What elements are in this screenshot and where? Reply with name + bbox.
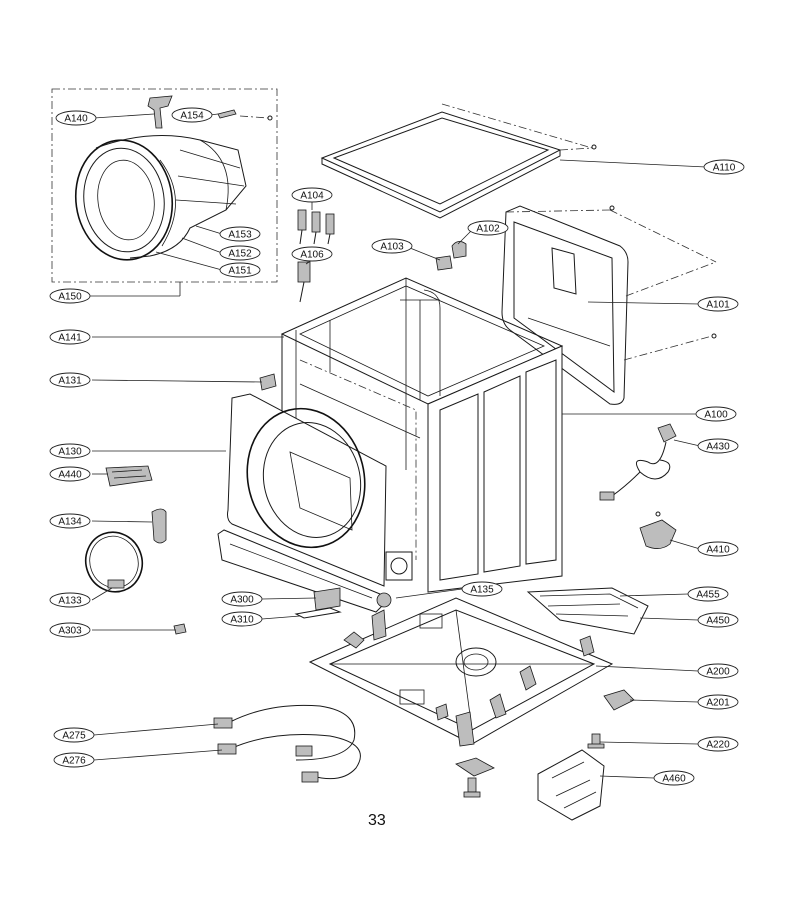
label-a110: A110 bbox=[703, 159, 745, 175]
label-a310: A310 bbox=[221, 611, 263, 627]
svg-text:A460: A460 bbox=[662, 774, 686, 785]
label-a141: A141 bbox=[49, 329, 91, 345]
door-assembly-group bbox=[51, 88, 278, 296]
svg-text:A110: A110 bbox=[713, 163, 736, 174]
label-a410: A410 bbox=[697, 541, 739, 557]
svg-text:A140: A140 bbox=[64, 114, 88, 125]
label-a133: A133 bbox=[49, 592, 91, 608]
label-a134: A134 bbox=[49, 513, 91, 529]
svg-text:A135: A135 bbox=[470, 585, 494, 596]
svg-text:A410: A410 bbox=[706, 545, 730, 556]
label-a106: A106 bbox=[291, 246, 333, 262]
label-a131: A131 bbox=[49, 372, 91, 388]
label-a220: A220 bbox=[697, 736, 739, 752]
rear-cover bbox=[501, 205, 717, 405]
label-a300: A300 bbox=[221, 591, 263, 607]
svg-text:A200: A200 bbox=[706, 667, 730, 678]
svg-text:A150: A150 bbox=[58, 292, 82, 303]
callout-labels: A140 A154 A153 A152 A151 A150 A104 A106 bbox=[49, 107, 745, 786]
label-a430: A430 bbox=[697, 438, 739, 454]
svg-text:A275: A275 bbox=[62, 731, 86, 742]
svg-text:A450: A450 bbox=[706, 616, 730, 627]
svg-text:A440: A440 bbox=[58, 470, 82, 481]
label-a275: A275 bbox=[53, 727, 95, 743]
svg-text:A131: A131 bbox=[58, 376, 82, 387]
svg-text:A430: A430 bbox=[706, 442, 730, 453]
svg-text:A133: A133 bbox=[58, 596, 82, 607]
label-a104: A104 bbox=[291, 187, 333, 203]
power-cord bbox=[599, 423, 677, 501]
label-a135: A135 bbox=[461, 581, 503, 597]
label-a440: A440 bbox=[49, 466, 91, 482]
svg-text:A310: A310 bbox=[230, 615, 254, 626]
label-a101: A101 bbox=[697, 296, 739, 312]
label-a154: A154 bbox=[171, 107, 213, 123]
label-a130: A130 bbox=[49, 443, 91, 459]
svg-text:A106: A106 bbox=[300, 250, 324, 261]
label-a153: A153 bbox=[219, 226, 261, 242]
svg-text:A152: A152 bbox=[228, 249, 252, 260]
inlet-valves bbox=[297, 209, 335, 245]
label-a460: A460 bbox=[653, 770, 695, 786]
svg-text:A103: A103 bbox=[380, 242, 404, 253]
svg-text:A300: A300 bbox=[230, 595, 254, 606]
inlet-hoses bbox=[213, 704, 361, 783]
svg-text:A100: A100 bbox=[704, 410, 728, 421]
svg-text:A141: A141 bbox=[58, 333, 82, 344]
svg-text:A102: A102 bbox=[476, 224, 500, 235]
svg-text:A220: A220 bbox=[706, 740, 730, 751]
svg-text:A153: A153 bbox=[228, 230, 252, 241]
label-a140: A140 bbox=[55, 110, 97, 126]
label-a151: A151 bbox=[219, 262, 261, 278]
label-a100: A100 bbox=[695, 406, 737, 422]
top-plate bbox=[320, 103, 597, 219]
cabinet bbox=[280, 277, 564, 593]
svg-text:A101: A101 bbox=[706, 300, 730, 311]
label-a303: A303 bbox=[49, 622, 91, 638]
svg-text:A303: A303 bbox=[58, 626, 82, 637]
label-a455: A455 bbox=[687, 586, 729, 602]
page-number: 33 bbox=[368, 812, 386, 829]
svg-text:A154: A154 bbox=[180, 111, 204, 122]
label-a150: A150 bbox=[49, 288, 91, 304]
small-parts bbox=[84, 209, 677, 821]
svg-text:A201: A201 bbox=[706, 698, 730, 709]
svg-text:A151: A151 bbox=[228, 266, 252, 277]
svg-text:A134: A134 bbox=[58, 517, 82, 528]
label-a200: A200 bbox=[697, 663, 739, 679]
label-a276: A276 bbox=[53, 752, 95, 768]
leader-lines bbox=[90, 113, 707, 779]
svg-text:A276: A276 bbox=[62, 756, 86, 767]
label-a102: A102 bbox=[467, 220, 509, 236]
svg-text:A455: A455 bbox=[696, 590, 720, 601]
label-a450: A450 bbox=[697, 612, 739, 628]
label-a152: A152 bbox=[219, 245, 261, 261]
label-a103: A103 bbox=[371, 238, 413, 254]
svg-text:A104: A104 bbox=[300, 191, 324, 202]
front-panel bbox=[217, 393, 413, 613]
base-frame bbox=[308, 597, 614, 747]
svg-text:A130: A130 bbox=[58, 447, 82, 458]
label-a201: A201 bbox=[697, 694, 739, 710]
pressure-switch bbox=[297, 261, 311, 303]
